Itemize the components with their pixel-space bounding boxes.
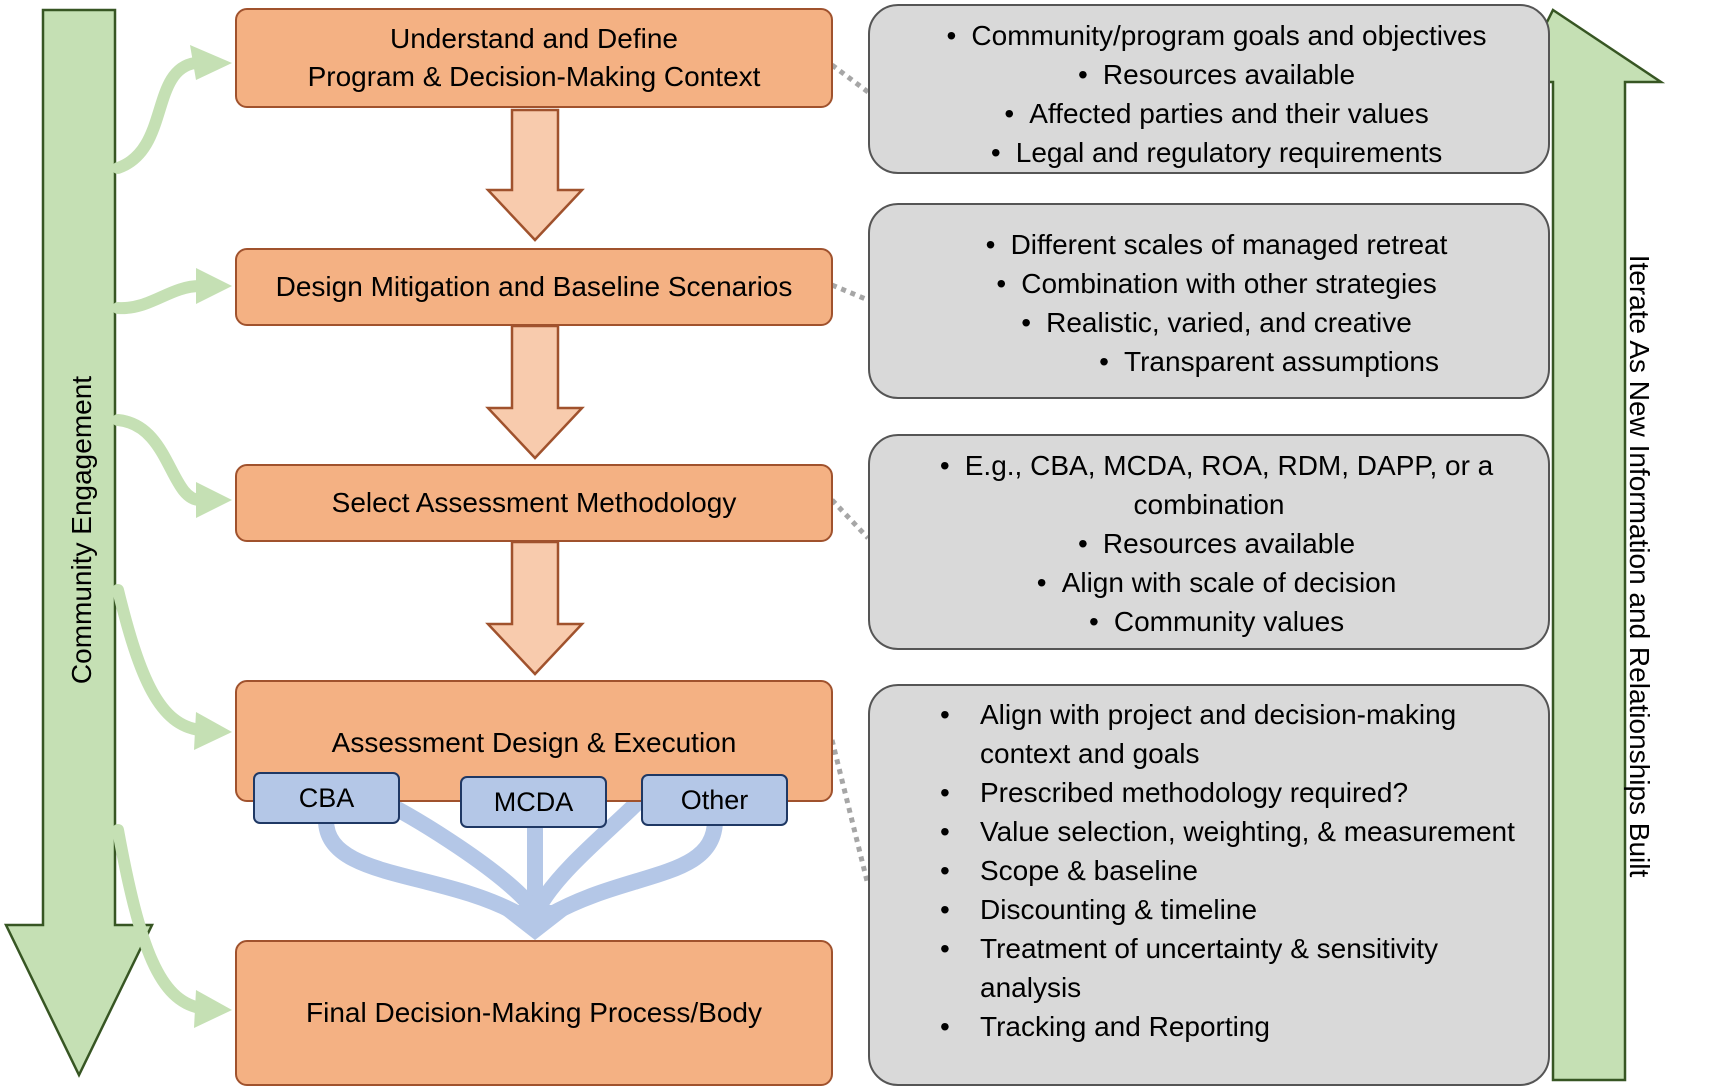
panel-context-item: Resources available	[870, 55, 1548, 94]
method-cba: CBA	[253, 772, 400, 824]
step-understand-define: Understand and Define Program & Decision…	[235, 8, 833, 108]
panel-context-item: Legal and regulatory requirements	[870, 133, 1548, 172]
connector-1	[830, 63, 870, 94]
connector-4	[829, 739, 871, 886]
panel-scenarios: Different scales of managed retreat Comb…	[868, 203, 1550, 399]
panel-scenarios-item: Realistic, varied, and creative	[870, 303, 1548, 342]
panel-execution-item: Prescribed methodology required?	[900, 773, 1518, 812]
engagement-head-4	[194, 712, 232, 750]
engagement-curve-3	[112, 414, 206, 506]
panel-methodology-item: Resources available	[910, 524, 1508, 563]
panel-execution-item: Scope & baseline	[900, 851, 1518, 890]
connector-3	[830, 498, 870, 540]
engagement-curve-4	[112, 584, 206, 736]
method-other: Other	[641, 774, 788, 826]
panel-methodology-item: E.g., CBA, MCDA, ROA, RDM, DAPP, or a co…	[910, 446, 1508, 524]
connector-2	[831, 282, 869, 303]
flow-arrow-3	[485, 540, 585, 676]
panel-scenarios-item: Transparent assumptions	[870, 342, 1548, 381]
iterate-label: Iterate As New Information and Relations…	[1624, 254, 1655, 878]
panel-execution-item: Discounting & timeline	[900, 890, 1518, 929]
community-engagement-arrow	[4, 8, 154, 1078]
step-select-methodology: Select Assessment Methodology	[235, 464, 833, 542]
engagement-curve-2	[112, 280, 206, 315]
step-understand-line1: Understand and Define	[390, 23, 678, 54]
flow-arrow-1	[485, 108, 585, 242]
panel-context-item: Affected parties and their values	[870, 94, 1548, 133]
panel-methodology-item: Community values	[910, 602, 1508, 641]
method-mcda: MCDA	[460, 776, 607, 828]
panel-execution: Align with project and decision-making c…	[868, 684, 1550, 1086]
engagement-curve-5	[112, 824, 206, 1014]
engagement-head-3	[196, 482, 232, 518]
step-understand-line2: Program & Decision-Making Context	[307, 61, 761, 92]
merge-curve-right-outer	[532, 792, 648, 913]
step-final-decision: Final Decision-Making Process/Body	[235, 940, 833, 1086]
engagement-curve-1	[112, 57, 201, 174]
panel-execution-item: Tracking and Reporting	[900, 1007, 1518, 1046]
merge-curve-cba	[318, 812, 528, 923]
merge-curve-other	[542, 812, 723, 923]
flow-arrow-2	[485, 324, 585, 460]
engagement-head-5	[194, 990, 232, 1028]
panel-execution-item: Align with project and decision-making c…	[900, 695, 1518, 773]
step-assessment-label: Assessment Design & Execution	[331, 727, 737, 758]
merge-arrow-head	[490, 905, 580, 940]
step-design-scenarios: Design Mitigation and Baseline Scenarios	[235, 248, 833, 326]
engagement-head-1	[190, 45, 232, 80]
panel-execution-item: Value selection, weighting, & measuremen…	[900, 812, 1518, 851]
panel-methodology-item: Align with scale of decision	[910, 563, 1508, 602]
engagement-head-2	[196, 268, 232, 304]
panel-context-item: Community/program goals and objectives	[870, 16, 1548, 55]
panel-methodology: E.g., CBA, MCDA, ROA, RDM, DAPP, or a co…	[868, 434, 1550, 650]
panel-context: Community/program goals and objectives R…	[868, 4, 1550, 174]
community-engagement-label: Community Engagement	[66, 375, 97, 685]
panel-execution-item: Treatment of uncertainty & sensitivity a…	[900, 929, 1518, 1007]
panel-scenarios-item: Combination with other strategies	[870, 264, 1548, 303]
panel-scenarios-item: Different scales of managed retreat	[870, 225, 1548, 264]
